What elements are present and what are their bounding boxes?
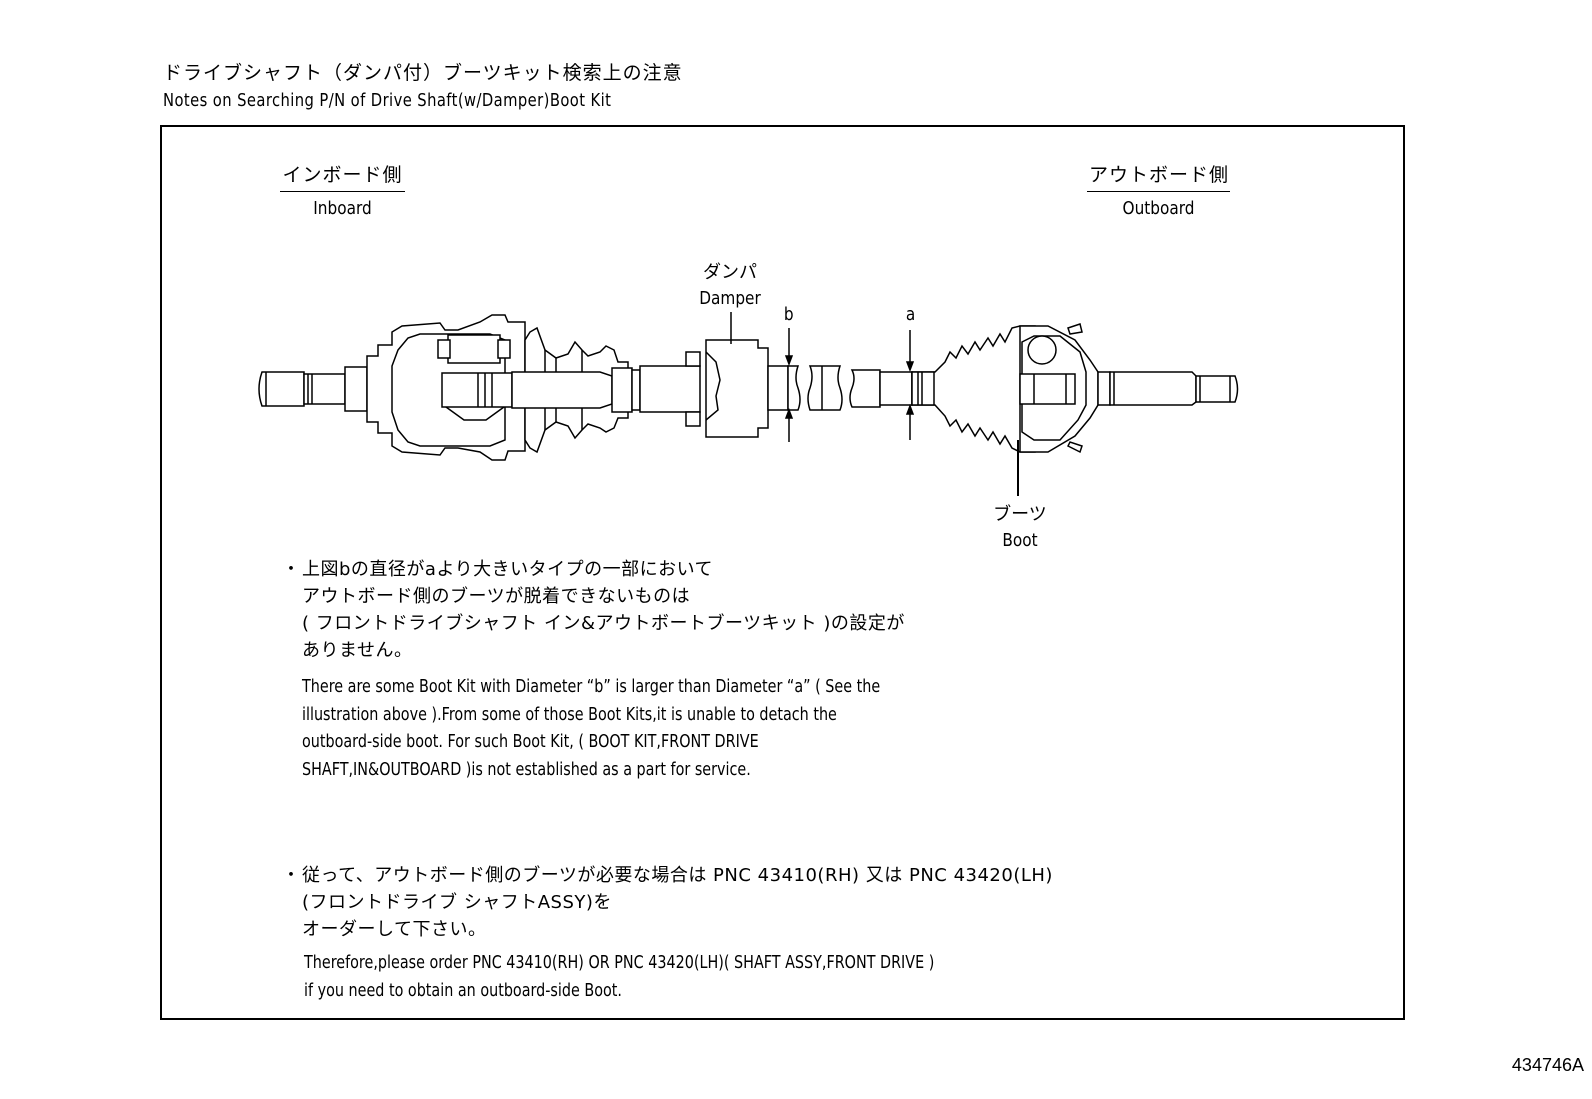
page-title-english: Notes on Searching P/N of Drive Shaft(w/… xyxy=(163,90,612,111)
note-2-ja-line: オーダーして下さい。 xyxy=(302,919,487,940)
note-1-en-line: SHAFT,IN&OUTBOARD )is not established as… xyxy=(302,759,751,780)
note-1-ja-line: ありません。 xyxy=(302,640,413,661)
note-2-english: Therefore,please order PNC 43410(RH) OR … xyxy=(304,950,934,1005)
note-1-ja-line: アウトボード側のブーツが脱着できないものは xyxy=(302,586,691,607)
boot-label-ja: ブーツ xyxy=(993,504,1047,525)
outboard-label: アウトボード側 Outboard xyxy=(1087,160,1230,219)
inboard-label-en: Inboard xyxy=(313,198,372,219)
outboard-label-en: Outboard xyxy=(1122,198,1195,219)
boot-callout: ブーツ Boot xyxy=(980,502,1060,554)
note-2-en-line: if you need to obtain an outboard-side B… xyxy=(304,980,622,1001)
note-2-en-line: Therefore,please order PNC 43410(RH) OR … xyxy=(304,953,935,973)
inboard-stub-shaft-icon xyxy=(258,366,368,412)
dimension-a-label: a xyxy=(905,304,916,325)
note-2-ja-line: 従って、アウトボード側のブーツが必要な場合は PNC 43410(RH) 又は … xyxy=(302,865,1053,886)
outboard-cv-joint-icon xyxy=(1019,323,1099,454)
inboard-joint-housing-icon xyxy=(366,314,526,461)
illustration-frame xyxy=(160,125,1405,1020)
note-2-bullet: ・ xyxy=(282,865,301,886)
note-1-ja-line: ( フロントドライブシャフト イン&アウトボートブーツキット )の設定が xyxy=(302,613,905,634)
intermediate-shaft-icon xyxy=(511,365,701,413)
damper-label-en: Damper xyxy=(699,288,761,309)
outboard-boot-icon xyxy=(911,325,1036,496)
outboard-stub-shaft-icon xyxy=(1097,371,1239,406)
note-1-en-line: There are some Boot Kit with Diameter “b… xyxy=(302,677,881,697)
note-1-bullet: ・ xyxy=(282,559,301,580)
damper-label-ja: ダンパ xyxy=(703,262,757,283)
dimension-b-label: b xyxy=(783,304,794,325)
note-1-en-line: illustration above ).From some of those … xyxy=(302,704,837,725)
note-1-english: There are some Boot Kit with Diameter “b… xyxy=(302,674,880,784)
note-1-en-line: outboard-side boot. For such Boot Kit, (… xyxy=(302,732,759,752)
note-2-ja-line: (フロントドライブ シャフトASSY)を xyxy=(302,892,612,913)
boot-label-en: Boot xyxy=(1002,530,1038,551)
inboard-label: インボード側 Inboard xyxy=(280,160,405,219)
broken-shaft-section-icon xyxy=(787,365,913,411)
note-1-japanese: 上図bの直径がaより大きいタイプの一部において アウトボード側のブーツが脱着でき… xyxy=(302,556,905,664)
inboard-label-ja: インボード側 xyxy=(280,160,405,192)
page-title-japanese: ドライブシャフト（ダンパ付）ブーツキット検索上の注意 xyxy=(163,62,683,84)
damper-callout: ダンパ Damper xyxy=(690,260,770,312)
dimension-a-arrows-icon xyxy=(905,330,915,440)
figure-code: 434746A xyxy=(1511,1055,1584,1075)
note-2-japanese: 従って、アウトボード側のブーツが必要な場合は PNC 43410(RH) 又は … xyxy=(302,862,1053,943)
damper-icon xyxy=(685,312,789,438)
dimension-b-arrows-icon xyxy=(784,328,794,442)
note-1-ja-line: 上図bの直径がaより大きいタイプの一部において xyxy=(302,559,714,580)
outboard-label-ja: アウトボード側 xyxy=(1087,160,1230,192)
